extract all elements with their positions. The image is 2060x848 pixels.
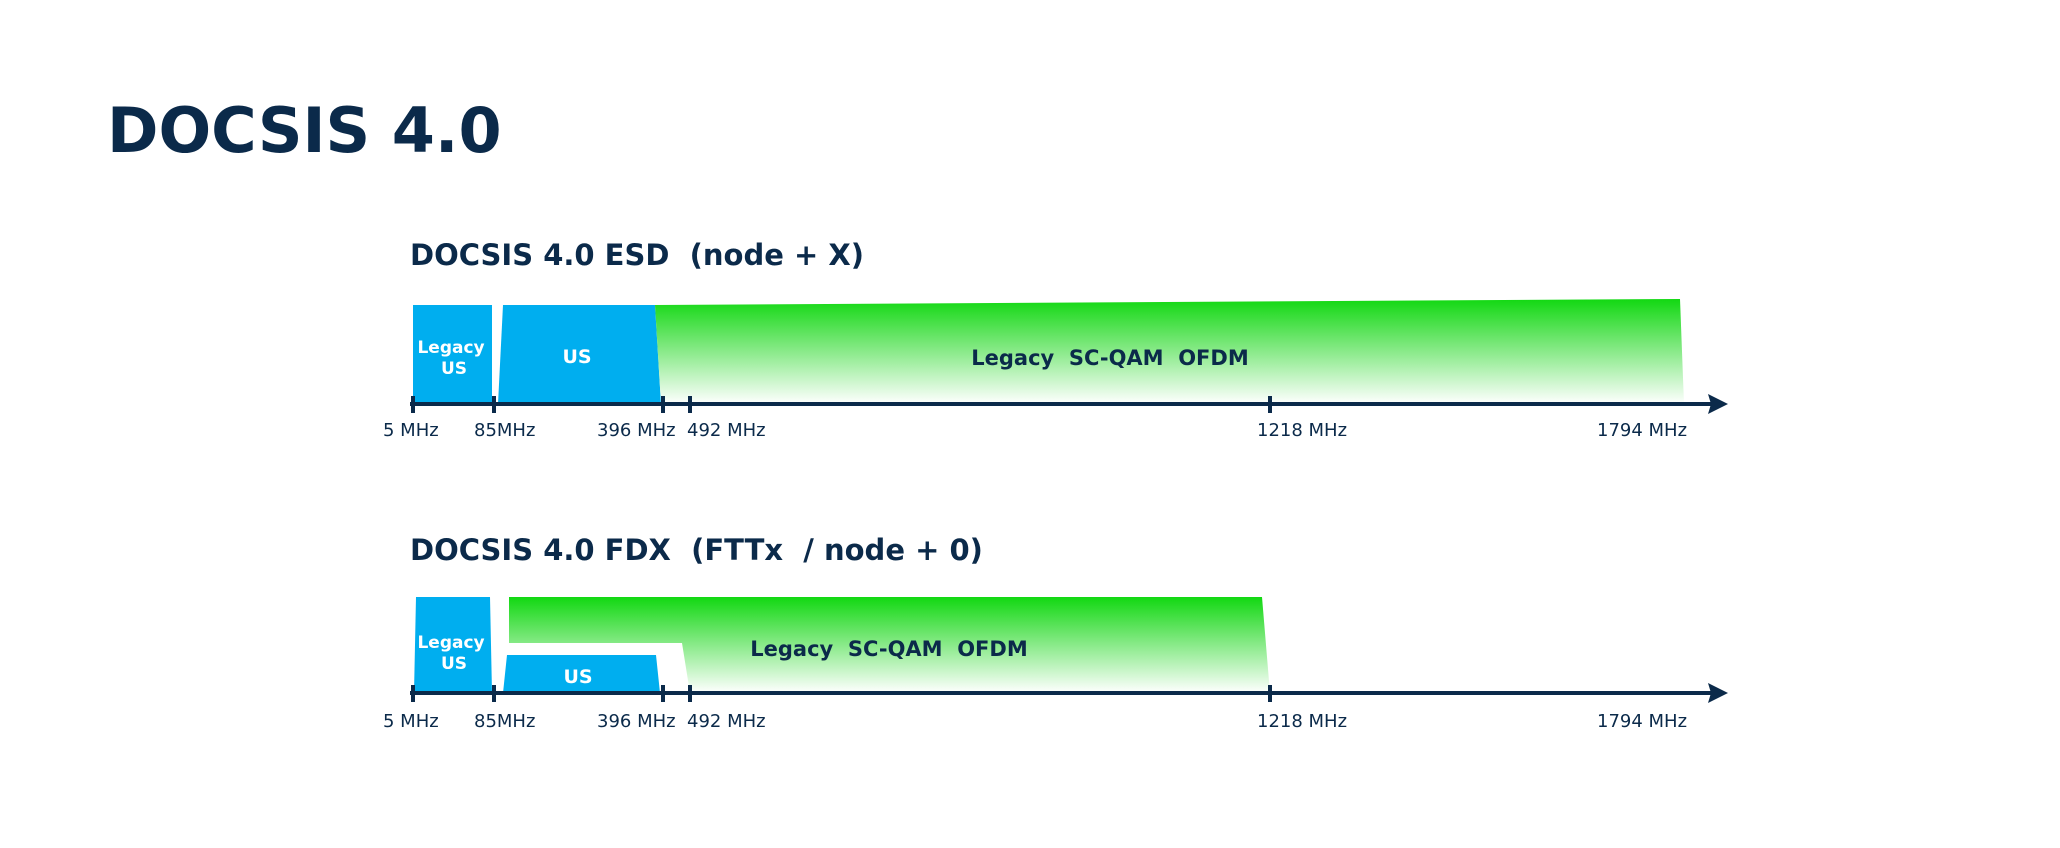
esd-legacy-us-label: Legacy US	[417, 338, 490, 379]
fdx-tick-labels: 5 MHz 85MHz 396 MHz 492 MHz 1218 MHz 179…	[383, 711, 1687, 732]
fdx-axis-arrowhead	[1708, 683, 1728, 703]
fdx-legacy-us-label: Legacy US	[417, 633, 490, 674]
fdx-legacy-us-band	[414, 597, 492, 693]
esd-tick-label: 1794 MHz	[1597, 420, 1687, 441]
fdx-tick-label: 396 MHz	[597, 711, 676, 732]
esd-tick-label: 1218 MHz	[1257, 420, 1347, 441]
esd-tick-label: 5 MHz	[383, 420, 439, 441]
fdx-legacy-us-label-line2: US	[441, 654, 467, 674]
esd-subtitle: DOCSIS 4.0 ESD (node + X)	[410, 238, 864, 272]
fdx-downstream-label: Legacy SC-QAM OFDM	[750, 637, 1027, 661]
esd-legacy-us-band	[413, 305, 492, 404]
fdx-tick-label: 1794 MHz	[1597, 711, 1687, 732]
esd-legacy-us-label-line2: US	[441, 359, 467, 379]
esd-us-band	[498, 305, 661, 404]
esd-tick-labels: 5 MHz 85MHz 396 MHz 492 MHz 1218 MHz 179…	[383, 420, 1687, 441]
esd-tick-label: 396 MHz	[597, 420, 676, 441]
page-title: DOCSIS 4.0	[107, 94, 502, 167]
esd-tick-label: 492 MHz	[687, 420, 766, 441]
fdx-tick-label: 492 MHz	[687, 711, 766, 732]
esd-axis-arrowhead	[1708, 394, 1728, 414]
esd-downstream-band	[655, 299, 1684, 404]
esd-us-label: US	[562, 346, 591, 368]
esd-legacy-us-label-line1: Legacy	[417, 338, 484, 358]
esd-downstream-label: Legacy SC-QAM OFDM	[971, 346, 1248, 370]
esd-diagram: DOCSIS 4.0 ESD (node + X) Legacy US US L…	[383, 238, 1728, 441]
fdx-diagram: DOCSIS 4.0 FDX (FTTx / node + 0) Legacy …	[383, 533, 1728, 732]
fdx-us-label: US	[563, 666, 592, 688]
esd-ticks	[411, 396, 1272, 413]
fdx-tick-label: 1218 MHz	[1257, 711, 1347, 732]
fdx-us-band	[503, 655, 660, 693]
fdx-subtitle: DOCSIS 4.0 FDX (FTTx / node + 0)	[410, 533, 983, 567]
fdx-legacy-us-label-line1: Legacy	[417, 633, 484, 653]
fdx-tick-label: 85MHz	[474, 711, 535, 732]
fdx-tick-label: 5 MHz	[383, 711, 439, 732]
fdx-ticks	[411, 685, 1272, 702]
fdx-downstream-band	[509, 597, 1270, 693]
esd-tick-label: 85MHz	[474, 420, 535, 441]
